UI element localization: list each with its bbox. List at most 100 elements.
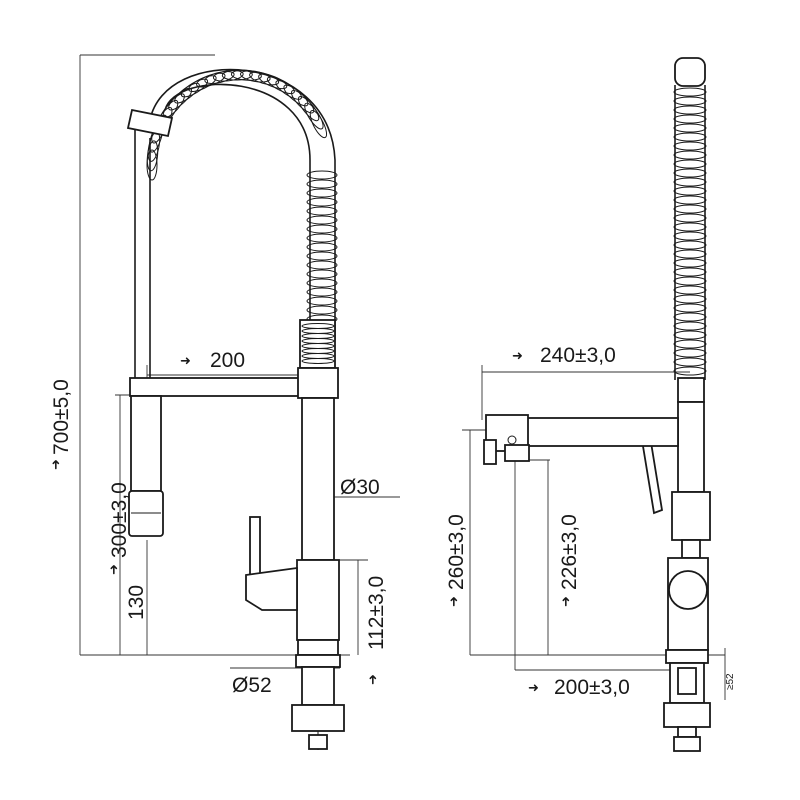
spring-coil [306, 242, 338, 252]
spring-coil [230, 69, 262, 81]
label-deck-thickness: ≥52 [725, 673, 736, 690]
arrow-reach: ➜ [180, 354, 191, 369]
spring-coil [306, 278, 338, 288]
label-height-total: 700±5,0 [50, 379, 73, 455]
spring-coil-side [673, 204, 707, 214]
spring-coil-side [673, 186, 707, 196]
spray-head-top [674, 57, 706, 87]
base-ring [297, 639, 339, 656]
spring-coil-side [673, 96, 707, 106]
spring-coil-side [673, 132, 707, 142]
mounting-nut [291, 704, 345, 732]
spring-coil-side [673, 339, 707, 349]
spring-coil-side [673, 123, 707, 133]
arrow-base-height: ➜ [366, 674, 381, 685]
spring-coil [258, 73, 288, 90]
spring-coil [147, 131, 161, 162]
label-reach: 200 [210, 349, 245, 372]
spring-coil-side [673, 177, 707, 187]
label-spout-diameter: Ø30 [340, 476, 380, 499]
spring-coil [204, 71, 235, 84]
spring-coil-side [673, 276, 707, 286]
label-spray-height: 300±3,0 [108, 482, 131, 558]
spring-base-rings [301, 323, 335, 364]
spring-coil [240, 70, 271, 83]
arrow-side-reach: ➜ [512, 349, 523, 364]
spring-coil [283, 84, 309, 107]
spring-coil-side [673, 267, 707, 277]
arrow-handle-height: ➜ [447, 596, 462, 607]
handle-hub-side [668, 570, 708, 610]
spring-coil-side [673, 321, 707, 331]
spring-coils-side [673, 87, 707, 376]
spring-coil [306, 206, 338, 216]
spring-coil [306, 197, 338, 207]
base-ring-side [665, 649, 709, 664]
spring-collar [297, 367, 339, 399]
arrow-height-total: ➜ [49, 459, 64, 470]
spring-coil [309, 110, 328, 139]
spring-coil [196, 72, 226, 88]
spring-coil [306, 224, 338, 234]
spring-coil-side [673, 312, 707, 322]
spring-coil-side [673, 222, 707, 232]
spring-coil-side [673, 114, 707, 124]
spring-coil-side [673, 285, 707, 295]
front-view: 700±5,0 ➜ 200 ➜ 300±3,0 ➜ 130 Ø30 112±3,… [49, 54, 400, 750]
label-side-reach: 240±3,0 [540, 344, 616, 367]
spring-coil-side [673, 168, 707, 178]
spring-coil-side [673, 213, 707, 223]
spring-coil-side [673, 195, 707, 205]
spring-coil [146, 149, 158, 181]
spring-coil-side [673, 240, 707, 250]
spray-head-holder [126, 108, 174, 138]
spring-coil [146, 140, 159, 172]
valve-body-side [671, 491, 711, 541]
spring-coil [306, 287, 338, 297]
spray-nozzle-side [504, 444, 530, 462]
spring-coil-side [673, 231, 707, 241]
spring-coil [266, 76, 295, 95]
holder-clip-side [483, 439, 497, 465]
spring-coils [146, 69, 338, 324]
supply-fitting-side [677, 726, 697, 738]
label-base-height: 112±3,0 [365, 576, 388, 650]
spring-coil [188, 75, 217, 92]
spring-coil-side [673, 150, 707, 160]
lever-hub [245, 566, 298, 611]
spray-hose-section [130, 395, 162, 492]
spring-coil [306, 179, 338, 189]
spring-coil [297, 95, 320, 122]
arrow-spray-height: ➜ [107, 564, 122, 575]
supply-fitting [308, 734, 328, 750]
spring-coil-side [673, 357, 707, 367]
side-view: 240±3,0 ➜ 260±3,0 ➜ 226±3,0 ➜ 200±3,0 ➜ … [445, 57, 736, 752]
spring-coil [221, 69, 253, 81]
spring-coil-side [673, 330, 707, 340]
faucet-body [296, 559, 340, 641]
supply-nut-side [673, 736, 701, 752]
spout-column-side [677, 401, 705, 493]
spring-coil-side [673, 258, 707, 268]
holder-arm-side [524, 417, 679, 447]
spring-coil [304, 102, 324, 130]
label-base-diameter: Ø52 [232, 674, 272, 697]
spring-coil-side [673, 366, 707, 376]
lever-handle [249, 516, 261, 576]
arrow-base-reach: ➜ [528, 681, 539, 696]
spring-coil [306, 188, 338, 198]
spring-coil-side [673, 303, 707, 313]
spring-coil [306, 305, 338, 315]
spout-column [301, 397, 335, 561]
spring-coil-side [673, 87, 707, 97]
arrow-spout-height: ➜ [559, 596, 574, 607]
spring-coil [306, 296, 338, 306]
spring-coil [306, 215, 338, 225]
spring-coil-side [673, 348, 707, 358]
spring-coil [275, 80, 302, 100]
spring-coil [168, 87, 193, 111]
holder-pivot-side [507, 435, 517, 445]
spring-coil [306, 170, 338, 180]
